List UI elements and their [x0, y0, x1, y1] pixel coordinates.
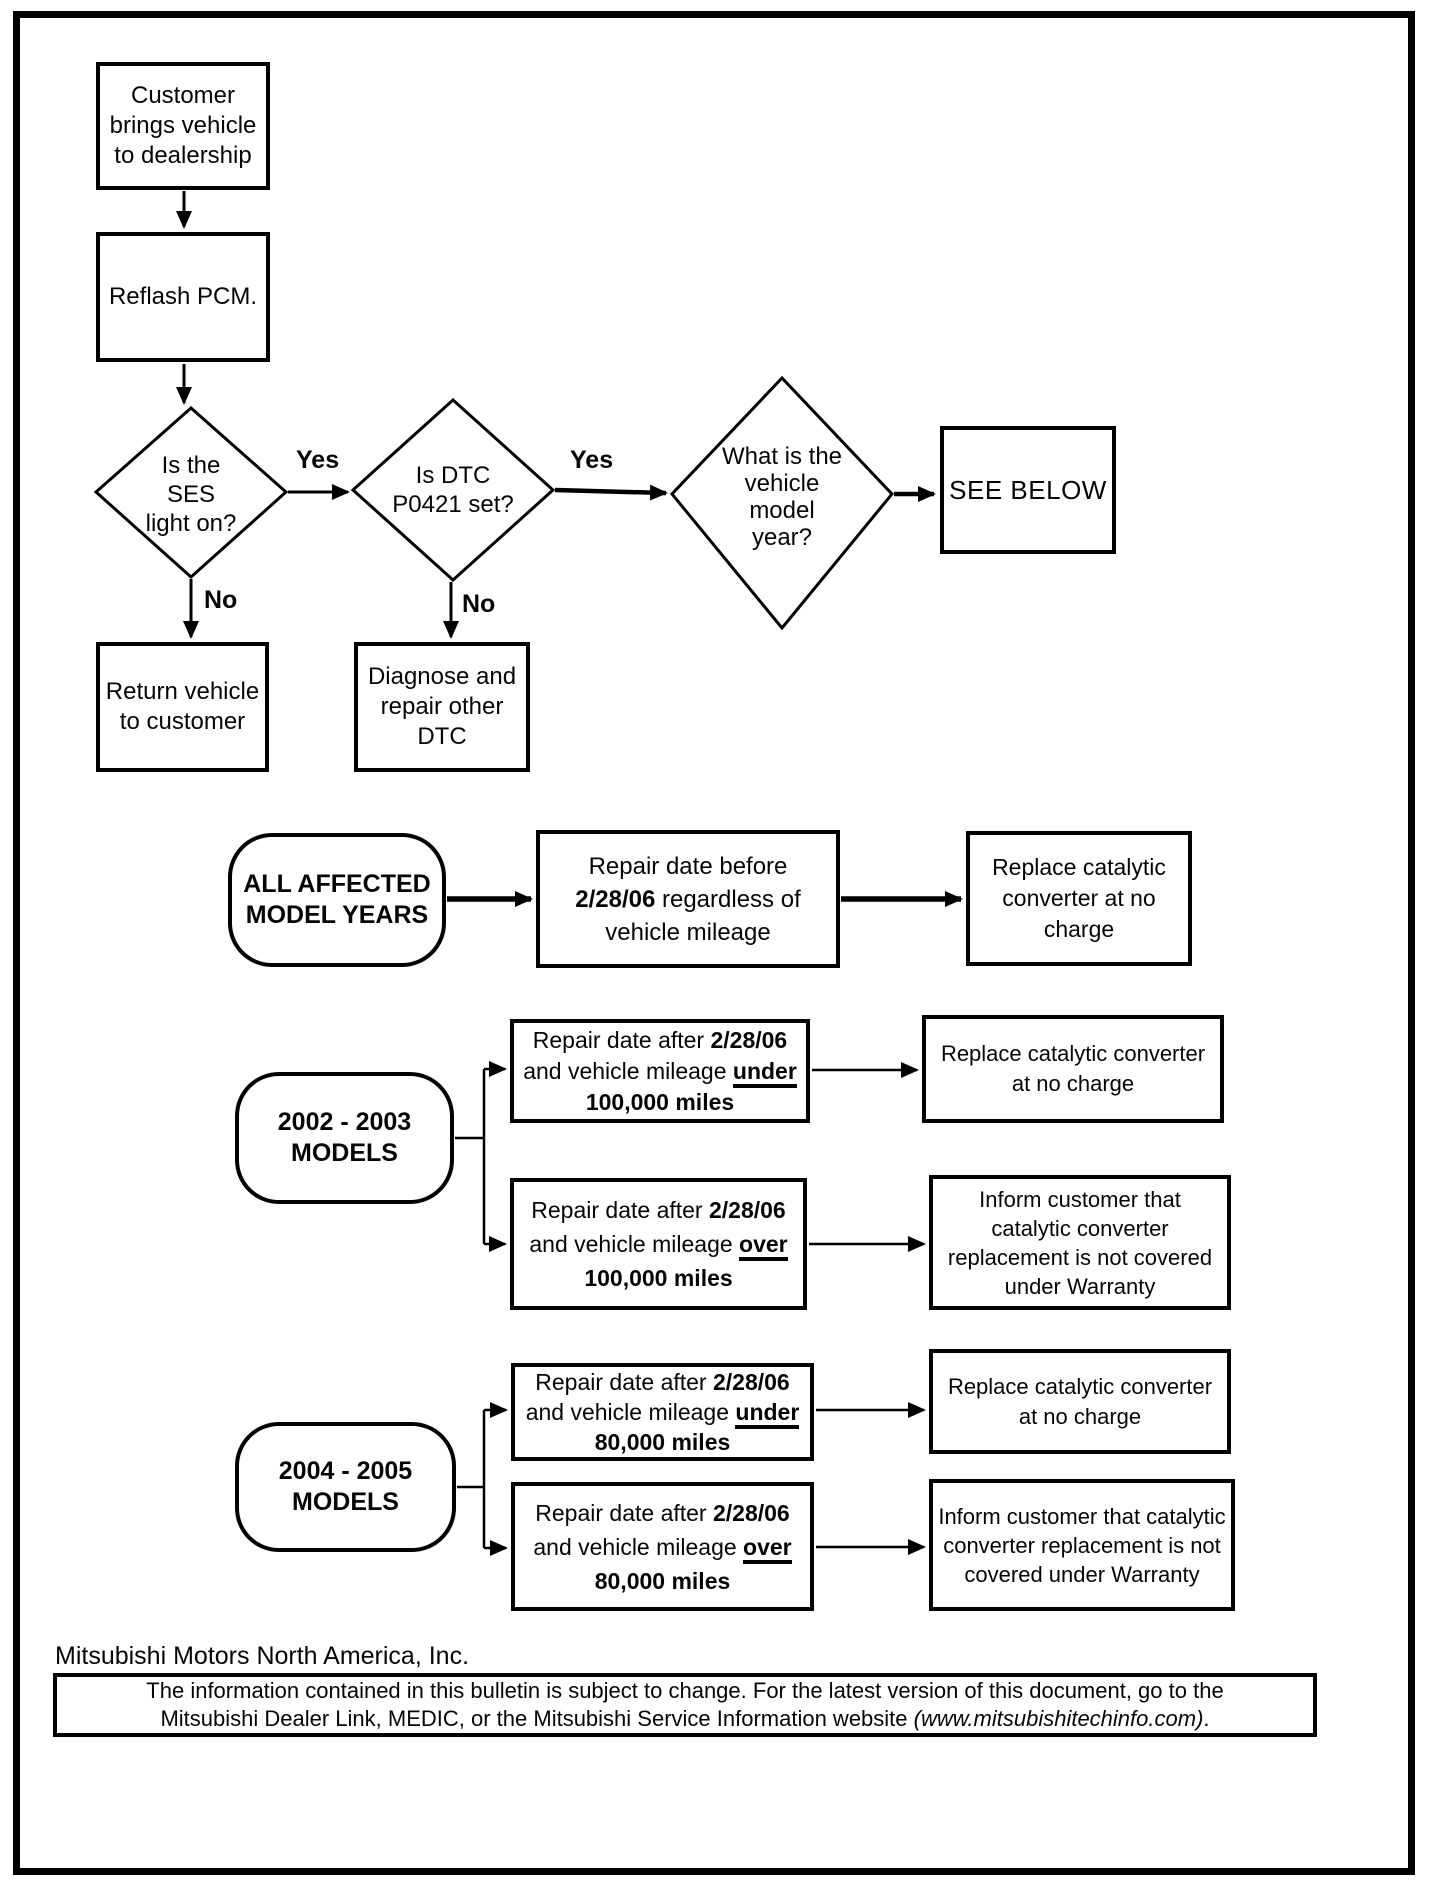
repair-date: 2/28/06 — [575, 885, 656, 913]
line: and vehicle mileage over — [529, 1227, 788, 1261]
mileage: 80,000 miles — [594, 1567, 731, 1594]
line: Reflash PCM. — [108, 283, 258, 310]
keyword-under: under — [735, 1399, 800, 1429]
line: Return vehicle — [105, 678, 260, 705]
dtc-no-label: No — [462, 590, 496, 618]
line: Repair date after 2/28/06 — [533, 1025, 787, 1056]
line: SEE BELOW — [949, 475, 1107, 505]
line: SES — [166, 480, 216, 508]
line: Customer — [130, 82, 236, 109]
line-pre: Repair date after — [532, 1026, 711, 1053]
line: 2002 - 2003 — [277, 1108, 412, 1136]
line-pre: Repair date after — [531, 1197, 709, 1223]
line: model — [749, 497, 815, 524]
ses-yes-label: Yes — [296, 446, 340, 474]
line: Repair date after 2/28/06 — [535, 1496, 789, 1530]
result-2004-under-box: Replace catalytic converter at no charge — [929, 1349, 1231, 1454]
see-below-box: SEE BELOW — [940, 426, 1116, 554]
line-pre: and vehicle mileage — [533, 1533, 744, 1560]
result-text: Inform customer that catalytic converter… — [947, 1186, 1213, 1299]
line: What is the — [721, 443, 843, 470]
line: Is DTC — [415, 462, 491, 489]
line: Repair date after 2/28/06 — [535, 1367, 789, 1397]
line: DTC — [417, 723, 467, 750]
line: Diagnose and — [367, 663, 517, 690]
bulletin-notice-box: The information contained in this bullet… — [53, 1673, 1317, 1737]
diagnose-box: Diagnose and repair other DTC — [354, 642, 530, 772]
dtc-yes-label: Yes — [570, 446, 614, 474]
keyword-over: over — [739, 1231, 788, 1261]
notice-line-2: Mitsubishi Dealer Link, MEDIC, or the Mi… — [57, 1705, 1313, 1733]
mileage: 100,000 miles — [584, 1265, 733, 1291]
line: to customer — [119, 708, 246, 735]
mileage: 80,000 miles — [594, 1429, 731, 1455]
line: brings vehicle — [109, 112, 257, 139]
page-border — [13, 11, 1415, 1875]
line: to dealership — [114, 142, 252, 169]
line: light on? — [145, 509, 237, 537]
line: 2004 - 2005 — [278, 1457, 413, 1485]
cond-2004-under-box: Repair date after 2/28/06 and vehicle mi… — [511, 1363, 814, 1461]
line: and vehicle mileage under — [523, 1056, 797, 1088]
all-years-condition-box: Repair date before 2/28/06 regardless of… — [536, 830, 840, 968]
models-2002-2003-badge: 2002 - 2003 MODELS — [235, 1072, 454, 1204]
line-pre: and vehicle mileage — [529, 1231, 740, 1257]
line: vehicle — [744, 470, 820, 497]
line: ALL AFFECTED — [243, 870, 431, 898]
result-2002-under-box: Replace catalytic converter at no charge — [922, 1015, 1224, 1123]
line: year? — [751, 524, 813, 551]
year-decision-label: What is the vehicle model year? — [702, 442, 862, 552]
cond-2002-under-box: Repair date after 2/28/06 and vehicle mi… — [510, 1019, 810, 1123]
keyword-over: over — [743, 1533, 792, 1564]
result-2004-over-box: Inform customer that catalytic converter… — [929, 1479, 1235, 1611]
line: Repair date after 2/28/06 — [531, 1193, 785, 1227]
line-pre: and vehicle mileage — [523, 1057, 733, 1084]
all-years-badge: ALL AFFECTED MODEL YEARS — [228, 833, 446, 967]
cond-2004-over-box: Repair date after 2/28/06 and vehicle mi… — [511, 1482, 814, 1611]
notice-period: . — [1203, 1706, 1210, 1731]
line: MODELS — [292, 1488, 399, 1516]
line: and vehicle mileage over — [533, 1530, 792, 1564]
ses-no-label: No — [204, 586, 238, 614]
line: repair other — [380, 693, 504, 720]
line: P0421 set? — [392, 491, 514, 518]
line: Repair date before — [588, 852, 788, 880]
keyword-under: under — [732, 1057, 797, 1088]
line: Is the — [161, 451, 221, 479]
line-pre: Repair date after — [535, 1369, 713, 1395]
line-rest: regardless of — [655, 885, 801, 913]
reflash-box: Reflash PCM. — [96, 232, 270, 362]
repair-date: 2/28/06 — [712, 1499, 790, 1526]
notice-text: Mitsubishi Dealer Link, MEDIC, or the Mi… — [160, 1706, 914, 1731]
models-2004-2005-badge: 2004 - 2005 MODELS — [235, 1422, 456, 1552]
return-vehicle-box: Return vehicle to customer — [96, 642, 269, 772]
line: and vehicle mileage under — [525, 1397, 800, 1429]
line: vehicle mileage — [605, 918, 771, 946]
line: 2/28/06 regardless of — [575, 883, 800, 916]
all-years-result-box: Replace catalytic converter at no charge — [966, 831, 1192, 966]
mileage: 100,000 miles — [585, 1088, 735, 1115]
cond-2002-over-box: Repair date after 2/28/06 and vehicle mi… — [510, 1178, 807, 1310]
result-2002-over-box: Inform customer that catalytic converter… — [929, 1175, 1231, 1310]
start-box: Customer brings vehicle to dealership — [96, 62, 270, 190]
line: MODEL YEARS — [245, 901, 429, 929]
line-pre: and vehicle mileage — [525, 1399, 736, 1425]
result-text: Replace catalytic converter at no charge — [940, 1041, 1206, 1096]
result-text: Inform customer that catalytic converter… — [938, 1503, 1226, 1587]
notice-website: (www.mitsubishitechinfo.com) — [913, 1706, 1204, 1731]
repair-date: 2/28/06 — [712, 1369, 790, 1395]
company-name: Mitsubishi Motors North America, Inc. — [55, 1642, 470, 1670]
result-text: Replace catalytic converter at no charge — [947, 1373, 1213, 1429]
dtc-decision-label: Is DTC P0421 set? — [373, 458, 533, 522]
notice-line-1: The information contained in this bullet… — [146, 1678, 1224, 1703]
repair-date: 2/28/06 — [710, 1026, 788, 1053]
result-text: Replace catalytic converter at no charge — [992, 854, 1166, 942]
line-pre: Repair date after — [535, 1499, 713, 1526]
ses-decision-label: Is the SES light on? — [111, 444, 271, 544]
line: MODELS — [291, 1139, 398, 1167]
repair-date: 2/28/06 — [708, 1197, 786, 1223]
